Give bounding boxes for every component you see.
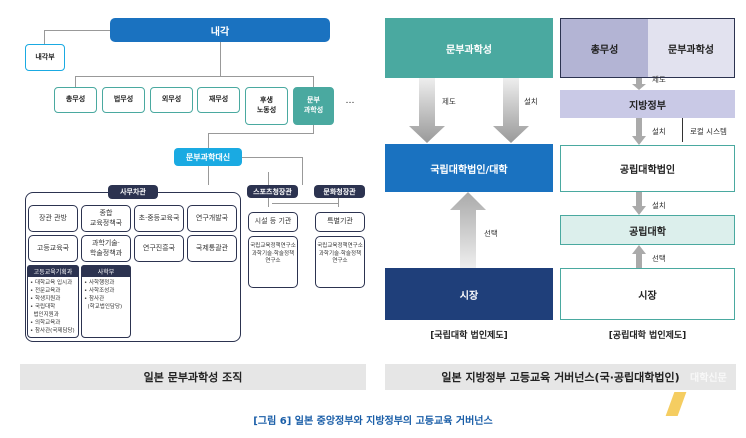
label-local-system: 로컬 시스템 [690,127,727,136]
bureau-box: 초·중등교육국 [134,205,184,232]
arrow-down-icon [632,192,646,215]
label-establish-2: 설치 [652,127,666,136]
label-choice: 선택 [484,229,498,238]
cabinet-office-box: 내각부 [25,44,65,71]
left-caption: 일본 문부과학성 조직 [20,364,366,390]
ministry-box: 후생 노동성 [245,87,288,125]
bureau-box: 국제통괄관 [187,235,237,262]
label-control: 제도 [442,97,456,106]
mext-box-right: 문부과학성 [385,18,553,78]
higher-ed-planning-title: 고등교육기획과 [27,265,79,277]
mic-box: 총무성 [560,18,648,78]
list-item: • 사학행정과 [84,280,115,286]
arrow-up-icon [632,245,646,268]
list-item: • 학생지원과 [30,295,61,302]
ministry-box: 법무성 [102,87,145,113]
list-item: • 의학교육과 [30,319,61,326]
special-list: 국립교육정책연구소 과학기술·학술정책 연구소 [315,236,365,288]
label-establish-3: 설치 [652,201,666,210]
public-corp-box: 공립대학법인 [560,145,735,192]
facilities-list: 국립교육정책연구소 과학기술·학술정책 연구소 [248,236,298,288]
private-dept-title: 사학부 [81,265,131,277]
label-choice-2: 선택 [652,254,666,263]
list-item: • 국립대학 법인지원과 [30,303,59,318]
national-caption: [국립대학 법인제도] [430,330,508,341]
arrow-down-icon [493,78,529,143]
list-item: • 참사관 (학교법인담당) [84,295,123,310]
cabinet-box: 내각 [110,18,330,42]
ministry-box: 총무성 [54,87,97,113]
list-item: • 사학조성과 [84,287,115,294]
facilities-box: 시설 등 기관 [248,212,298,232]
list-item: • 전문교육과 [30,287,61,294]
ministry-box: 외무성 [150,87,193,113]
list-item: • 대학교육 입시과 [30,280,73,286]
minister-box: 문부과학대신 [174,148,242,166]
mext-box: 문부 과학성 [293,87,334,125]
market-box: 시장 [385,268,553,320]
public-caption: [공립대학 법인제도] [608,330,687,341]
special-box: 특별기관 [315,212,365,232]
private-dept-list: • 사학행정과 • 사학조성과 • 참사관 (학교법인담당) [84,280,132,312]
vice-minister-label: 사무차관 [108,185,158,199]
bureau-box: 고등교육국 [28,235,78,262]
bureau-box: 과학기술· 학술정책과 [81,235,131,262]
bureau-box: 연구진흥국 [134,235,184,262]
market-box-2: 시장 [560,268,735,320]
arrow-down-icon [632,118,646,145]
arrows-down [409,78,529,143]
figure-caption: [그림 6] 일본 중앙정부와 지방정부의 고등교육 거버넌스 [253,415,493,427]
arrow-down-icon [409,78,445,143]
national-univ-box: 국립대학법인/대학 [385,144,553,192]
right-caption: 일본 지방정부 고등교육 거버넌스(국·공립대학법인) [385,364,736,390]
sports-agency-box: 스포츠청장관 [247,185,298,198]
culture-agency-box: 문화청장관 [314,185,365,198]
public-univ-box: 공립대학 [560,215,735,245]
list-item: • 참사관(국제담당) [30,327,75,334]
label-establish: 설치 [524,97,538,106]
bureau-box: 종합 교육정책국 [81,205,131,232]
bureau-box: 장관 관방 [28,205,78,232]
watermark: 대학신문 [690,372,727,384]
higher-ed-planning-list: • 대학교육 입시과 • 전문교육과 • 학생지원과 • 국립대학 법인지원과 … [30,280,80,336]
label-control-2: 제도 [652,75,666,84]
mext-box-2: 문부과학성 [648,18,735,78]
ministry-box: 재무성 [197,87,240,113]
ellipsis: … [345,96,355,106]
bureau-box: 연구개발국 [187,205,237,232]
local-gov-box: 지방정부 [560,90,735,118]
arrow-up-icon [450,192,486,268]
arrow-down-icon [632,78,646,90]
